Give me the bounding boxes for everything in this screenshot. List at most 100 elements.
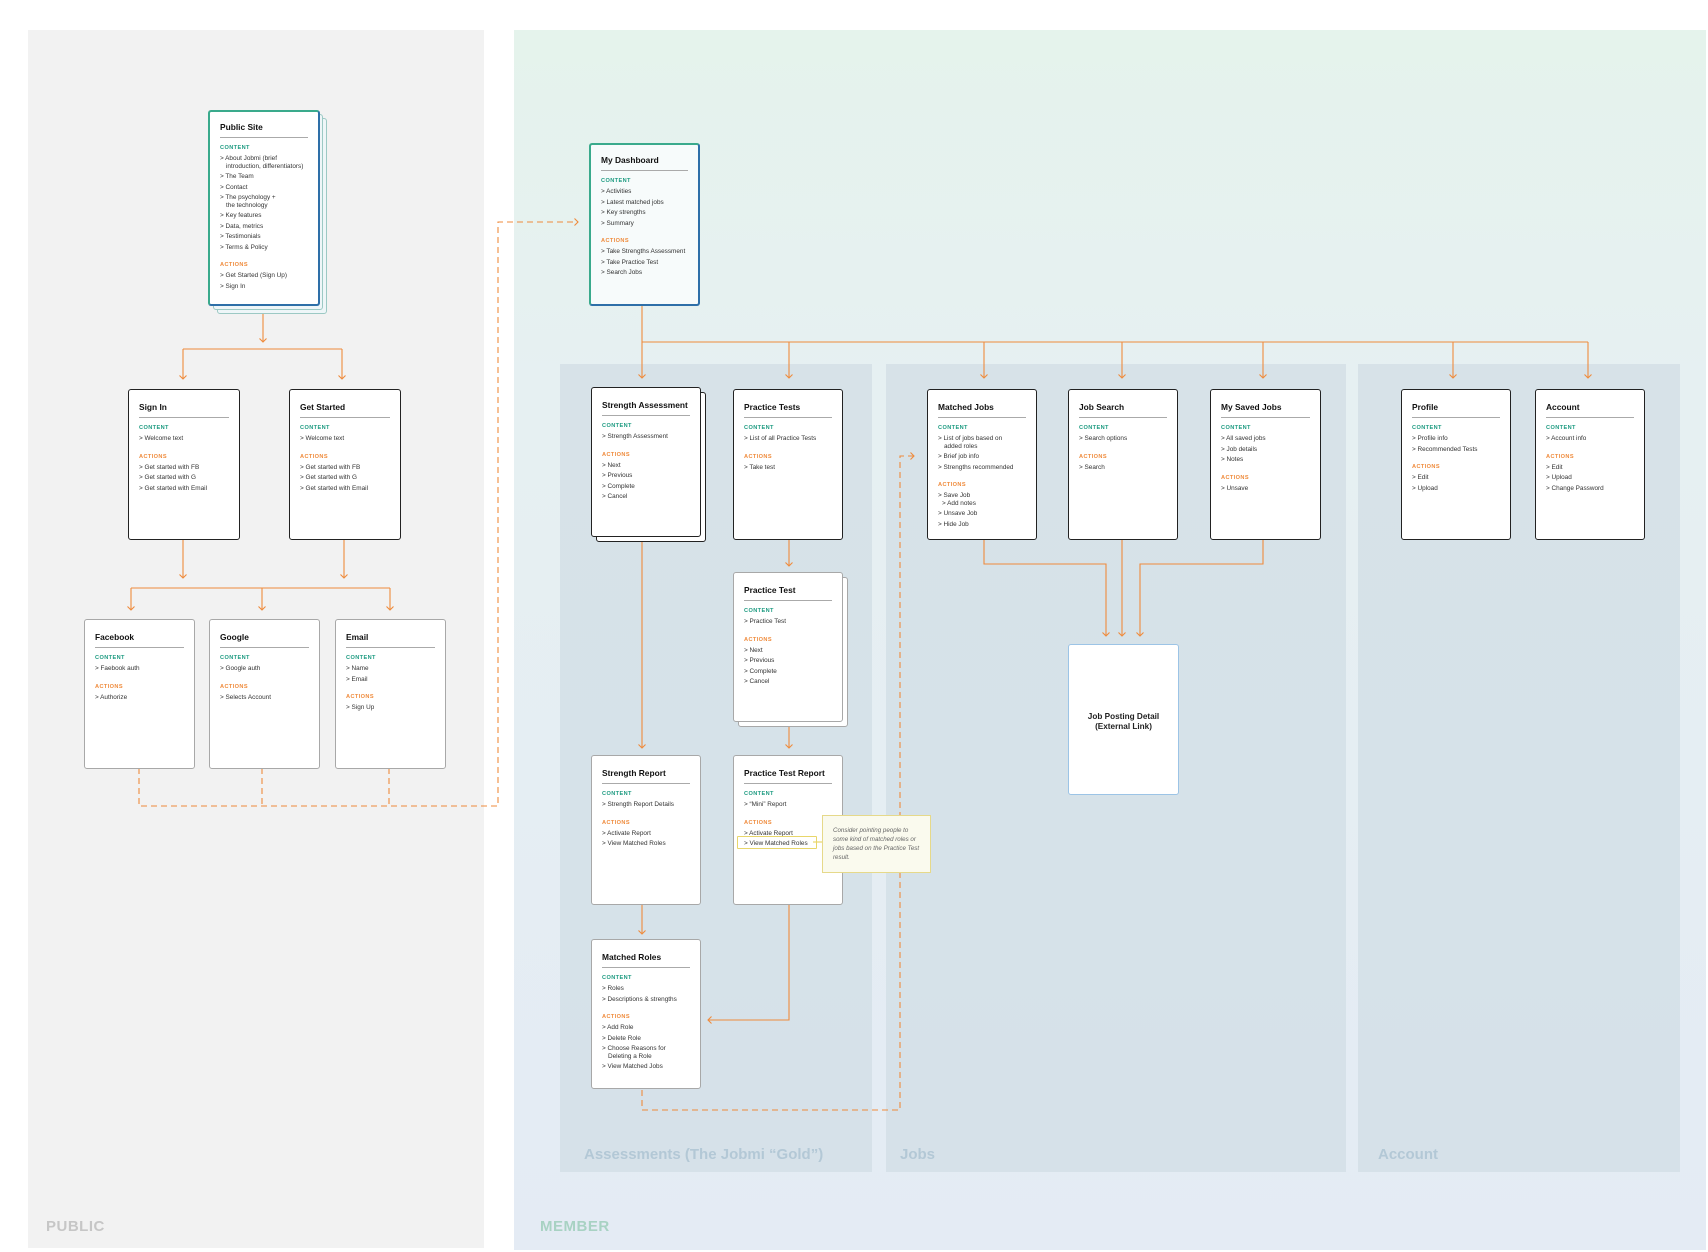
- card-title: My Saved Jobs: [1221, 402, 1310, 418]
- facebook-card[interactable]: Facebook CONTENT > Faebook auth ACTIONS …: [84, 619, 195, 769]
- action-item: > Take Strengths Assessment: [601, 248, 686, 255]
- action-item: > Activate Report: [744, 829, 793, 837]
- content-label: CONTENT: [602, 975, 632, 981]
- content-item: > Brief job info: [938, 453, 980, 460]
- content-item: > Strength Report Details: [602, 801, 674, 808]
- google-card[interactable]: Google CONTENT > Google auth ACTIONS > S…: [209, 619, 320, 769]
- content-item: > Name: [346, 665, 369, 672]
- content-item: > List of jobs based on: [938, 435, 1003, 442]
- action-item: > Selects Account: [220, 693, 271, 701]
- matched-jobs-card[interactable]: Matched Jobs CONTENT > List of jobs base…: [927, 389, 1037, 540]
- card-title: Profile: [1412, 402, 1500, 418]
- content-label: CONTENT: [1546, 425, 1576, 431]
- content-item: > Key strengths: [601, 209, 646, 216]
- action-item: > View Matched Roles: [744, 840, 808, 847]
- practice-test-card[interactable]: Practice Test CONTENT > Practice Test AC…: [733, 572, 843, 722]
- actions-label: ACTIONS: [220, 683, 248, 690]
- assessments-section-label: Assessments (The Jobmi “Gold”): [584, 1146, 824, 1163]
- actions-label: ACTIONS: [1546, 453, 1574, 460]
- get-started-card[interactable]: Get Started CONTENT > Welcome text ACTIO…: [289, 389, 401, 540]
- action-item: > Get started with Email: [300, 484, 369, 492]
- content-label: CONTENT: [300, 425, 330, 431]
- account-card[interactable]: Account CONTENT > Account info ACTIONS >…: [1535, 389, 1645, 540]
- card-title: Practice Test: [744, 585, 832, 601]
- card-title: Practice Test Report: [744, 768, 832, 784]
- job-posting-detail-card[interactable]: Job Posting Detail (External Link): [1068, 644, 1179, 795]
- strength-report-card[interactable]: Strength Report CONTENT > Strength Repor…: [591, 755, 701, 905]
- actions-label: ACTIONS: [938, 482, 966, 488]
- content-item: > Latest matched jobs: [601, 198, 664, 206]
- action-item: > Get started with FB: [139, 463, 200, 471]
- action-item: > Add notes: [942, 499, 976, 507]
- saved-jobs-card[interactable]: My Saved Jobs CONTENT > All saved jobs >…: [1210, 389, 1321, 540]
- action-item: > Edit: [1412, 474, 1429, 481]
- card-title: Google: [220, 632, 309, 648]
- action-item: > Search: [1079, 463, 1105, 471]
- content-item: > The Team: [220, 173, 254, 180]
- content-item: > Contact: [220, 183, 248, 191]
- card-title: Matched Roles: [602, 952, 690, 968]
- actions-label: ACTIONS: [602, 819, 630, 826]
- content-item: > Activities: [601, 188, 632, 195]
- content-item: > Terms & Policy: [220, 243, 268, 251]
- action-item: > Choose Reasons for: [602, 1045, 666, 1052]
- actions-label: ACTIONS: [602, 451, 630, 458]
- email-card[interactable]: Email CONTENT > Name > Email ACTIONS > S…: [335, 619, 446, 769]
- action-item: > Complete: [744, 667, 777, 675]
- action-item: > Edit: [1546, 463, 1563, 471]
- content-label: CONTENT: [220, 145, 250, 151]
- content-item: > All saved jobs: [1221, 435, 1266, 442]
- content-item: > Google auth: [220, 665, 261, 672]
- actions-label: ACTIONS: [1079, 453, 1107, 460]
- highlight-box: [737, 836, 817, 849]
- content-item: > List of all Practice Tests: [744, 435, 817, 442]
- sign-in-card[interactable]: Sign In CONTENT > Welcome text ACTIONS >…: [128, 389, 240, 540]
- actions-label: ACTIONS: [1221, 474, 1249, 481]
- content-label: CONTENT: [602, 791, 632, 797]
- content-label: CONTENT: [1221, 425, 1251, 431]
- content-label: CONTENT: [1079, 425, 1109, 431]
- content-label: CONTENT: [938, 425, 968, 431]
- actions-label: ACTIONS: [346, 694, 374, 700]
- practice-tests-card[interactable]: Practice Tests CONTENT > List of all Pra…: [733, 389, 843, 540]
- content-item: > Data, metrics: [220, 222, 264, 230]
- dashboard-card[interactable]: My Dashboard CONTENT > Activities > Late…: [589, 143, 700, 306]
- content-item: > Job details: [1221, 445, 1258, 453]
- actions-label: ACTIONS: [95, 683, 123, 690]
- content-label: CONTENT: [744, 791, 774, 797]
- job-posting-subtitle: (External Link): [1095, 721, 1152, 731]
- content-label: CONTENT: [601, 178, 631, 184]
- action-item: > Upload: [1546, 474, 1572, 481]
- card-title: Strength Assessment: [602, 400, 690, 416]
- card-title: Job Search: [1079, 402, 1167, 418]
- profile-card[interactable]: Profile CONTENT > Profile info > Recomme…: [1401, 389, 1511, 540]
- content-item: > Profile info: [1412, 435, 1448, 442]
- card-title: Sign In: [139, 402, 229, 418]
- public-site-card[interactable]: Public Site CONTENT > About Jobmi (brief…: [208, 110, 320, 306]
- content-label: CONTENT: [602, 423, 632, 429]
- actions-label: ACTIONS: [602, 1014, 630, 1020]
- job-search-card[interactable]: Job Search CONTENT > Search options ACTI…: [1068, 389, 1178, 540]
- action-item: Deleting a Role: [608, 1052, 652, 1060]
- content-item: > Welcome text: [139, 435, 184, 442]
- action-item: > Delete Role: [602, 1034, 641, 1042]
- action-item: > Get started with FB: [300, 463, 361, 471]
- card-title: Email: [346, 632, 435, 648]
- card-title: Account: [1546, 402, 1634, 418]
- strength-assessment-card[interactable]: Strength Assessment CONTENT > Strength A…: [591, 387, 701, 537]
- content-item: > Welcome text: [300, 435, 345, 442]
- action-item: > View Matched Roles: [602, 840, 666, 847]
- action-item: > Get Started (Sign Up): [220, 272, 287, 279]
- content-label: CONTENT: [1412, 425, 1442, 431]
- content-item: introduction, differentiators): [226, 162, 304, 170]
- action-item: > Save Job: [938, 492, 971, 499]
- action-item: > Activate Report: [602, 829, 651, 837]
- action-item: > Take test: [744, 463, 775, 471]
- content-label: CONTENT: [744, 425, 774, 431]
- action-item: > Get started with G: [139, 474, 197, 481]
- content-item: > Summary: [601, 219, 634, 227]
- matched-roles-card[interactable]: Matched Roles CONTENT > Roles > Descript…: [591, 939, 701, 1089]
- action-item: > Next: [744, 646, 763, 654]
- content-item: > Strengths recommended: [938, 463, 1014, 471]
- content-label: CONTENT: [139, 425, 169, 431]
